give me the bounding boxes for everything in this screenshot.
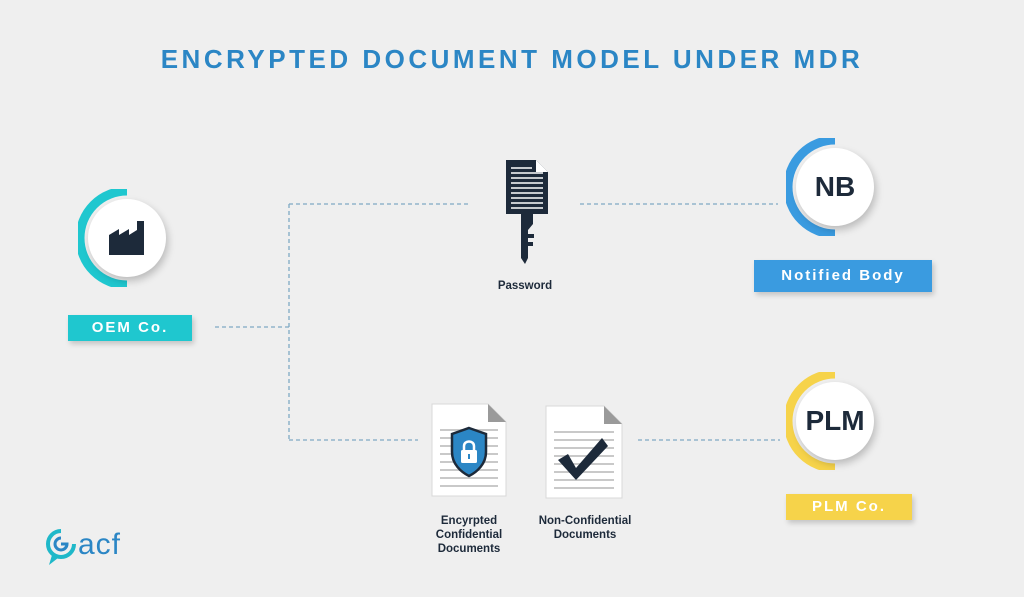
acf-logo: acf <box>44 528 154 572</box>
nb-ring <box>786 138 836 236</box>
nonconfidential-caption-line2: Documents <box>553 529 617 541</box>
nb-node: NB <box>786 138 884 236</box>
nonconfidential-caption: Non-Confidential Documents <box>530 514 640 542</box>
factory-icon <box>109 221 144 255</box>
page-title: ENCRYPTED DOCUMENT MODEL UNDER MDR <box>160 44 864 74</box>
oem-disc <box>88 199 166 277</box>
encrypted-caption-line2: Confidential <box>435 529 503 541</box>
encrypted-caption-line3: Documents <box>437 543 501 555</box>
plm-abbr: PLM <box>805 405 865 436</box>
plm-label: PLM Co. <box>786 494 912 520</box>
password-caption: Password <box>497 280 553 292</box>
nonconfidential-document <box>545 405 623 499</box>
key-icon <box>506 160 548 264</box>
nonconfidential-caption-line1: Non-Confidential <box>538 515 632 527</box>
plm-node: PLM <box>786 372 884 470</box>
nb-label: Notified Body <box>754 260 932 292</box>
encrypted-document <box>431 403 507 497</box>
plm-disc: PLM <box>796 382 874 460</box>
oem-ring <box>78 189 128 287</box>
checkmark-icon <box>558 438 608 480</box>
oem-node <box>78 189 176 287</box>
plm-ring <box>786 372 836 470</box>
shield-lock-icon <box>450 426 488 478</box>
encrypted-caption-line1: Encyrpted <box>440 515 498 527</box>
acf-logo-mark <box>46 529 76 565</box>
oem-label: OEM Co. <box>68 315 192 341</box>
nb-disc: NB <box>796 148 874 226</box>
acf-logo-text: acf <box>78 528 122 561</box>
nb-abbr: NB <box>814 171 856 202</box>
encrypted-caption: Encyrpted Confidential Documents <box>419 514 519 556</box>
